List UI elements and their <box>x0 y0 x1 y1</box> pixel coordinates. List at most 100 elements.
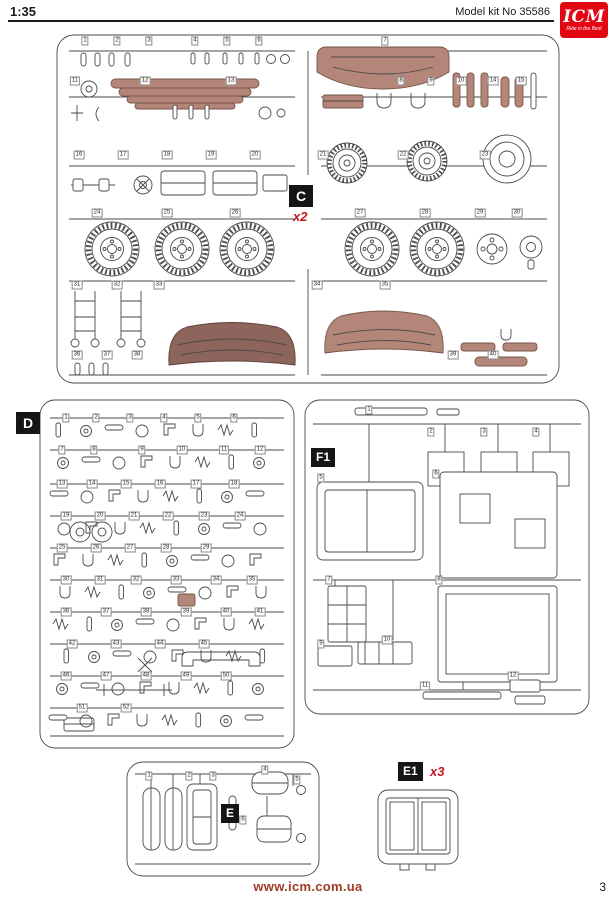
sprue-part <box>249 553 262 566</box>
sprue-part <box>161 714 178 726</box>
part-number: 30 <box>511 208 523 218</box>
sprue-part <box>173 520 179 536</box>
sprue-part <box>136 713 148 727</box>
bumper-part <box>181 651 261 667</box>
part-number: 28 <box>160 543 172 553</box>
sprue-part <box>196 488 202 504</box>
part-number: 34 <box>210 575 222 585</box>
sprue-part <box>111 619 123 631</box>
sprue-part <box>221 491 233 503</box>
wheel <box>407 141 447 181</box>
small-parts-row <box>172 104 286 120</box>
sprue-part <box>217 424 234 436</box>
part-number: 9 <box>427 76 435 86</box>
sprue-part <box>143 650 157 664</box>
part-number: 19 <box>205 150 217 160</box>
part-number: 38 <box>131 350 143 360</box>
shaded-part <box>177 593 196 607</box>
sprue-e-runners <box>135 773 311 865</box>
part-number: 16 <box>73 150 85 160</box>
sprue-part <box>107 713 120 726</box>
part-number: 1 <box>81 36 89 46</box>
part-number: 20 <box>94 511 106 521</box>
hub-disc-part <box>476 233 508 265</box>
sprue-part <box>163 423 176 436</box>
part-number: 15 <box>515 76 527 86</box>
part-number: 51 <box>76 703 88 713</box>
part-number: 44 <box>154 639 166 649</box>
small-rod-parts <box>80 52 290 67</box>
part-number: 7 <box>381 36 389 46</box>
sprue-part <box>57 522 71 536</box>
sprue-part <box>86 616 92 632</box>
icm-logo: ICM Ride in the Best <box>560 2 608 38</box>
part-number: 2 <box>185 771 193 781</box>
canvas-tilt-part <box>316 46 450 90</box>
part-number: 18 <box>161 150 173 160</box>
sprue-part <box>108 489 121 502</box>
part-number: 12 <box>139 76 151 86</box>
part-number: 11 <box>419 681 431 691</box>
seat-parts <box>160 170 288 196</box>
part-number: 22 <box>397 150 409 160</box>
sprue-part <box>225 650 242 662</box>
part-number: 40 <box>220 607 232 617</box>
sprue-part <box>112 456 126 470</box>
part-number: 1 <box>365 405 373 415</box>
sprue-part <box>171 649 184 662</box>
sprue-part <box>251 422 257 438</box>
page-number: 3 <box>599 880 606 894</box>
part-number: 7 <box>325 575 333 585</box>
stake-bars <box>460 342 538 367</box>
sprue-part <box>82 553 94 567</box>
sprue-part <box>135 618 155 625</box>
sprue-part <box>226 585 239 598</box>
sprue-part <box>244 714 264 721</box>
sprue-part <box>137 489 149 503</box>
sprue-part <box>167 586 187 593</box>
icm-logo-tagline: Ride in the Best <box>566 25 602 32</box>
website-url: www.icm.com.ua <box>253 879 363 894</box>
part-number: 21 <box>317 150 329 160</box>
part-number: 27 <box>354 208 366 218</box>
sprue-part <box>194 617 207 630</box>
sprue-part <box>111 682 125 696</box>
sprue-part <box>141 552 147 568</box>
part-number: 13 <box>56 479 68 489</box>
sprue-part <box>252 683 264 695</box>
part-number: 14 <box>86 479 98 489</box>
leaf-spring-stack <box>110 78 260 110</box>
sprue-part <box>192 423 204 437</box>
part-number: 35 <box>379 280 391 290</box>
strip-part <box>422 691 502 700</box>
part-number: 38 <box>140 607 152 617</box>
part-number: 4 <box>261 765 269 775</box>
part-number: 7 <box>58 445 66 455</box>
part-number: 15 <box>120 479 132 489</box>
sprue-c-label: C <box>289 185 314 207</box>
part-number: 14 <box>487 76 499 86</box>
seat-cushion-parts <box>142 787 183 851</box>
part-number: 33 <box>153 280 165 290</box>
part-number: 6 <box>432 469 440 479</box>
sprue-e-drawing <box>126 761 320 877</box>
part-number: 29 <box>200 543 212 553</box>
sprue-e1-label: E1 <box>398 762 423 781</box>
part-number: 4 <box>532 427 540 437</box>
bench-cushion-parts <box>228 771 306 843</box>
scale-label: 1:35 <box>10 4 37 19</box>
sprue-part <box>112 650 132 657</box>
part-number: 34 <box>311 280 323 290</box>
sprue-part <box>55 422 61 438</box>
part-number: 6 <box>239 815 247 825</box>
sprue-part <box>198 586 212 600</box>
part-number: 24 <box>91 208 103 218</box>
sprue-part <box>118 584 124 600</box>
drum-part <box>519 235 543 270</box>
part-number: 32 <box>130 575 142 585</box>
sprue-part <box>166 618 180 632</box>
sprue-f1-label: F1 <box>311 448 336 467</box>
part-number: 6 <box>230 413 238 423</box>
